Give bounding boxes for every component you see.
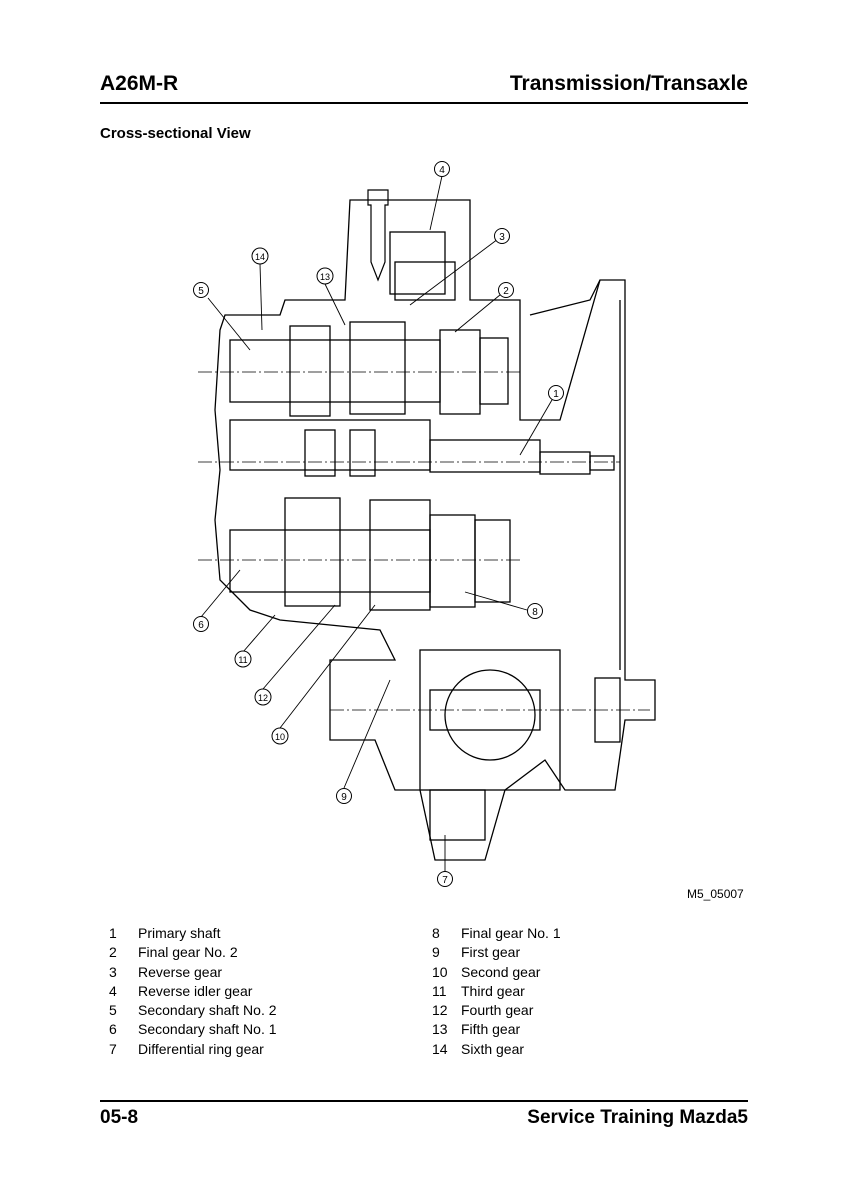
legend-item: 3 Reverse gear	[100, 963, 277, 982]
legend-number: 12	[432, 1002, 448, 1019]
svg-text:2: 2	[503, 286, 509, 297]
legend-item: 5 Secondary shaft No. 2	[100, 1001, 277, 1020]
svg-text:8: 8	[532, 607, 538, 618]
svg-text:6: 6	[198, 620, 204, 631]
callout-13: 13	[316, 267, 334, 285]
header-title: Transmission/Transaxle	[509, 72, 748, 95]
publication-title: Service Training Mazda5	[527, 1107, 748, 1128]
callout-5: 5	[193, 282, 209, 298]
legend-number: 14	[432, 1040, 448, 1057]
legend-item: 12 Fourth gear	[423, 1001, 561, 1020]
svg-text:9: 9	[341, 792, 347, 803]
legend-number: 13	[432, 1021, 448, 1038]
legend-item: 8 Final gear No. 1	[423, 924, 561, 943]
legend-number: 4	[109, 982, 117, 999]
svg-text:10: 10	[275, 732, 285, 742]
legend-number: 5	[109, 1002, 117, 1019]
page-footer: 05-8 Service Training Mazda5	[100, 1100, 748, 1132]
legend-right-column: 8 Final gear No. 1 9 First gear 10 Second g…	[423, 924, 561, 1059]
svg-text:14: 14	[255, 252, 265, 262]
legend-label: Fifth gear	[461, 1021, 521, 1038]
legend-label: Secondary shaft No. 1	[138, 1021, 277, 1038]
legend-item: 14 Sixth gear	[423, 1040, 561, 1059]
svg-text:3: 3	[499, 232, 505, 243]
legend-label: Primary shaft	[138, 925, 221, 941]
legend-number: 7	[109, 1040, 117, 1057]
legend-item: 13 Fifth gear	[423, 1020, 561, 1039]
legend-label: Final gear No. 2	[138, 944, 238, 961]
callout-8: 8	[527, 603, 543, 619]
callout-7: 7	[437, 871, 453, 887]
legend-item: 9 First gear	[423, 943, 561, 962]
callout-10: 10	[271, 727, 289, 745]
section-title: Cross-sectional View	[100, 125, 251, 142]
legend-item: 10 Second gear	[423, 963, 561, 982]
svg-text:1: 1	[553, 389, 559, 400]
transmission-cross-section-diagram: 1 2 3 4 5 6 7 8 9 10 11 12 13 14	[193, 161, 656, 887]
legend-label: Reverse idler gear	[138, 982, 253, 999]
legend-label: Sixth gear	[461, 1040, 525, 1057]
callout-9: 9	[336, 788, 352, 804]
legend-label: Second gear	[461, 963, 541, 980]
page-header: A26M-R Transmission/Transaxle	[100, 72, 748, 104]
callout-3: 3	[494, 228, 510, 244]
legend-item: 6 Secondary shaft No. 1	[100, 1020, 277, 1039]
legend-number: 2	[109, 944, 117, 961]
legend-number: 1	[109, 925, 117, 941]
figure-id: M5_05007	[687, 887, 744, 901]
legend-item: 1 Primary shaft	[100, 924, 277, 943]
legend-label: Reverse gear	[138, 963, 223, 980]
legend-number: 6	[109, 1021, 117, 1038]
callout-12: 12	[254, 688, 272, 706]
callout-14: 14	[251, 247, 269, 265]
legend-number: 3	[109, 963, 117, 980]
legend-label: Third gear	[461, 982, 525, 999]
legend-label: Differential ring gear	[138, 1040, 264, 1057]
svg-text:5: 5	[198, 286, 204, 297]
callout-6: 6	[193, 616, 209, 632]
legend-label: Fourth gear	[461, 1002, 534, 1019]
callout-4: 4	[434, 161, 450, 177]
legend-number: 11	[432, 982, 447, 999]
svg-text:11: 11	[238, 655, 247, 665]
legend-label: Final gear No. 1	[461, 925, 561, 941]
svg-text:12: 12	[258, 693, 268, 703]
model-code: A26M-R	[100, 72, 179, 95]
callout-2: 2	[498, 282, 514, 298]
legend-number: 9	[432, 944, 440, 961]
svg-text:7: 7	[442, 875, 448, 886]
legend-item: 11 Third gear	[423, 982, 561, 1001]
legend-item: 2 Final gear No. 2	[100, 943, 277, 962]
legend-number: 10	[432, 963, 448, 980]
legend-item: 4 Reverse idler gear	[100, 982, 277, 1001]
legend-label: First gear	[461, 944, 521, 961]
callout-11: 11	[234, 650, 252, 668]
callout-1: 1	[548, 385, 564, 401]
legend-number: 8	[432, 925, 440, 941]
page-number: 05-8	[100, 1107, 139, 1128]
legend-item: 7 Differential ring gear	[100, 1040, 277, 1059]
legend-label: Secondary shaft No. 2	[138, 1002, 277, 1019]
svg-text:4: 4	[439, 165, 445, 176]
svg-text:13: 13	[320, 272, 330, 282]
